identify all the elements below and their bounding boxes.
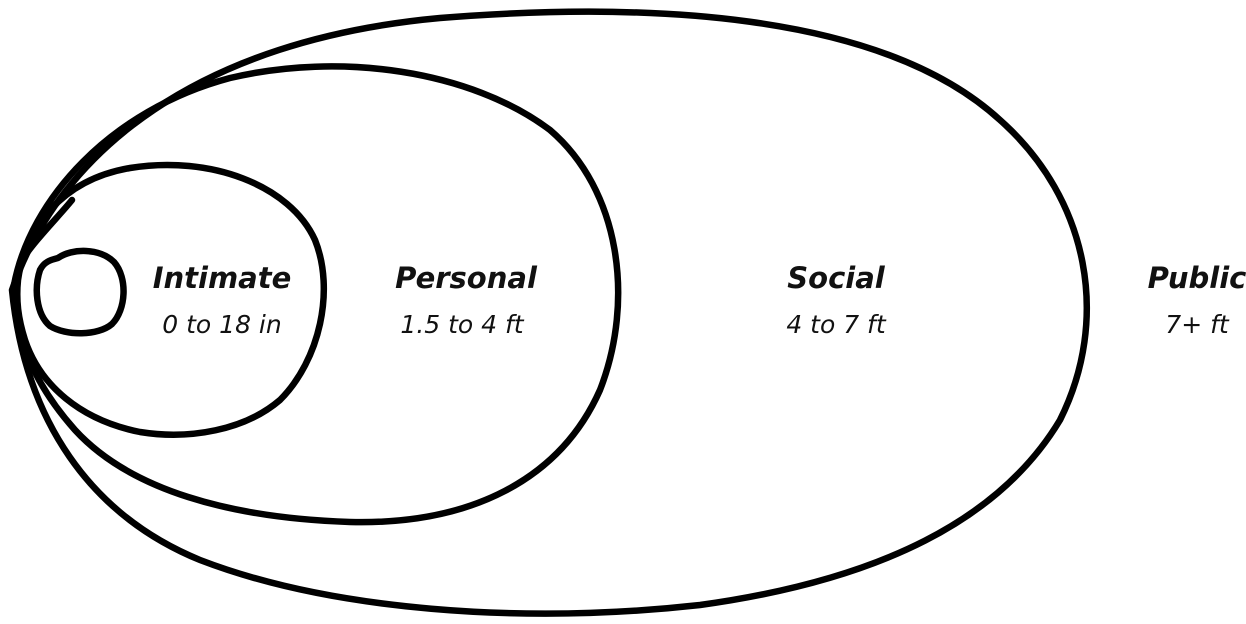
public-title: Public xyxy=(1148,261,1246,295)
intimate-zone-boundary xyxy=(14,161,328,438)
intimate-range: 0 to 18 in xyxy=(162,310,281,339)
intimate-title: Intimate xyxy=(153,261,292,295)
social-title: Social xyxy=(787,261,886,295)
social-zone-boundary xyxy=(8,8,1091,617)
left-apex-mark xyxy=(18,196,76,264)
social-range: 4 to 7 ft xyxy=(786,310,887,339)
personal-range: 1.5 to 4 ft xyxy=(400,310,524,339)
personal-title: Personal xyxy=(395,261,538,295)
public-range: 7+ ft xyxy=(1165,310,1230,339)
self-circle xyxy=(33,247,127,337)
personal-zone-boundary xyxy=(10,63,622,526)
